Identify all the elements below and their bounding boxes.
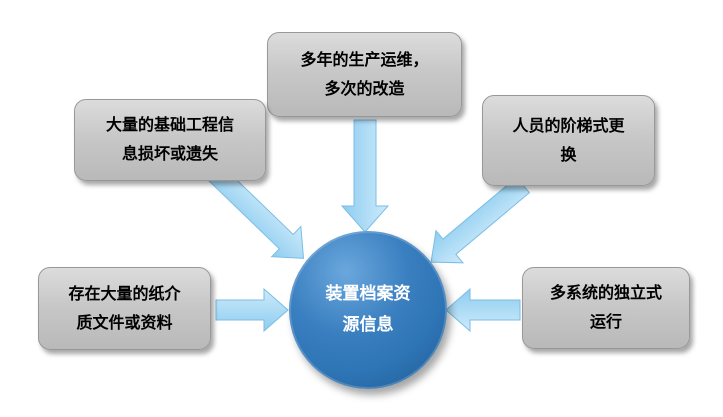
arrow-left-icon <box>215 287 289 333</box>
node-label-line: 息损坏或遗失 <box>121 144 218 163</box>
node-engineering-info-loss: 大量的基础工程信 息损坏或遗失 <box>74 99 266 181</box>
node-label-line: 人员的阶梯式更 <box>512 115 625 135</box>
node-label-line: 多系统的独立式 <box>549 283 662 303</box>
node-label-line: 换 <box>560 144 577 164</box>
node-label-line: 质文件或资料 <box>76 312 173 332</box>
center-label-line: 装置档案资 <box>325 284 411 305</box>
node-paper-documents: 存在大量的纸介 质文件或资料 <box>38 267 211 350</box>
arrow-upper-right-icon <box>430 176 531 264</box>
arrow-right-icon <box>445 287 521 333</box>
arrow-upper-left-icon <box>202 160 305 259</box>
arrow-top-down-icon <box>340 119 390 233</box>
node-label-line: 多年的生产运维， <box>300 49 429 69</box>
node-production-maintenance: 多年的生产运维， 多次的改造 <box>267 32 462 117</box>
node-independent-systems: 多系统的独立式 运行 <box>522 267 690 349</box>
node-label-line: 大量的基础工程信 <box>105 115 234 135</box>
center-node-archive-resource-info: 装置档案资 源信息 <box>289 231 447 389</box>
node-label-line: 多次的改造 <box>324 78 405 98</box>
node-staff-turnover: 人员的阶梯式更 换 <box>482 95 655 186</box>
center-label-line: 源信息 <box>342 315 394 335</box>
node-label-line: 运行 <box>589 312 622 331</box>
node-label-line: 存在大量的纸介 <box>68 283 181 303</box>
